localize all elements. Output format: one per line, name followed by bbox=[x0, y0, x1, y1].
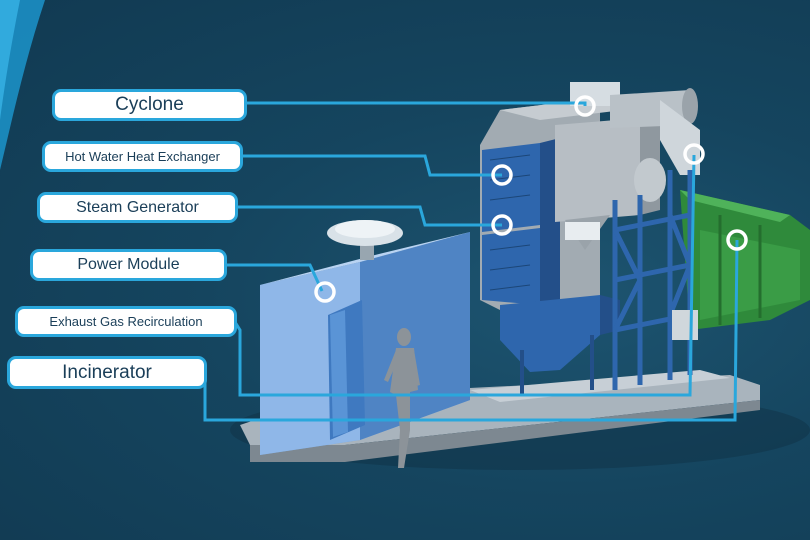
label-exhaust-text: Exhaust Gas Recirculation bbox=[49, 314, 203, 329]
cyclone-unit bbox=[570, 82, 700, 202]
marker-cyclone-side bbox=[683, 143, 705, 165]
label-power-module: Power Module bbox=[30, 249, 227, 281]
control-box bbox=[565, 222, 600, 240]
green-bin bbox=[680, 190, 810, 330]
label-steam-text: Steam Generator bbox=[76, 198, 199, 216]
label-incinerator-text: Incinerator bbox=[62, 361, 152, 383]
marker-hot-water bbox=[491, 164, 513, 186]
label-hot-water-heat-exchanger: Hot Water Heat Exchanger bbox=[42, 141, 243, 172]
marker-cyclone bbox=[574, 95, 596, 117]
marker-power bbox=[314, 281, 336, 303]
label-steam-generator: Steam Generator bbox=[37, 192, 238, 223]
label-cyclone-text: Cyclone bbox=[115, 94, 184, 115]
callout-lines bbox=[203, 101, 739, 422]
marker-steam bbox=[491, 214, 513, 236]
marker-incinerator bbox=[726, 229, 748, 251]
label-exhaust-gas-recirculation: Exhaust Gas Recirculation bbox=[15, 306, 237, 337]
motor bbox=[672, 310, 698, 340]
human-figure bbox=[384, 328, 420, 468]
power-module bbox=[260, 220, 470, 455]
label-power-text: Power Module bbox=[77, 256, 180, 273]
label-incinerator: Incinerator bbox=[7, 356, 207, 389]
label-cyclone: Cyclone bbox=[52, 89, 247, 121]
callout-markers bbox=[314, 95, 748, 303]
label-hot-water-text: Hot Water Heat Exchanger bbox=[65, 149, 220, 164]
